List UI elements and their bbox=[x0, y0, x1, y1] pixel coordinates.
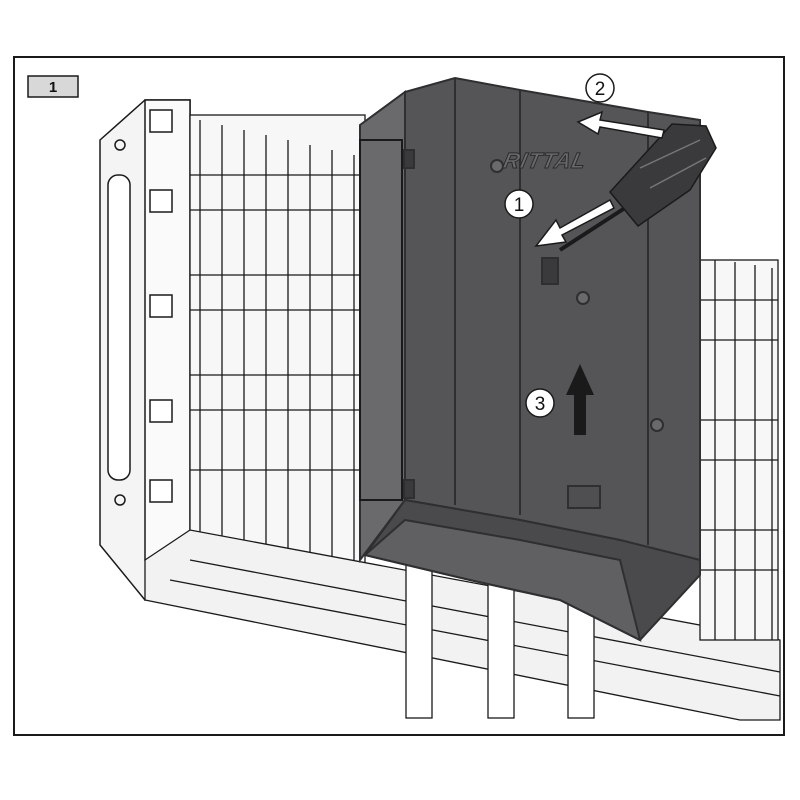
release-slot bbox=[541, 257, 559, 285]
callout-2: 2 bbox=[585, 73, 615, 103]
base-rail bbox=[144, 529, 781, 721]
callout-3-label: 3 bbox=[535, 394, 546, 415]
busbar-field-right bbox=[699, 259, 779, 641]
busbar-field-left bbox=[189, 114, 366, 566]
left-end-plate bbox=[99, 99, 191, 602]
arrow-diagonal-icon bbox=[534, 198, 616, 247]
callout-3: 3 bbox=[525, 388, 555, 418]
step-badge: 1 bbox=[27, 75, 79, 98]
arrow-up-icon bbox=[566, 364, 594, 435]
label-window bbox=[567, 485, 601, 509]
arrow-left-icon bbox=[576, 110, 665, 139]
callout-1-label: 1 bbox=[514, 195, 525, 216]
callout-2-label: 2 bbox=[595, 79, 606, 100]
callout-1: 1 bbox=[504, 189, 534, 219]
step-badge-label: 1 bbox=[49, 79, 57, 96]
housing-side bbox=[359, 90, 406, 563]
brand-label: RITTAL bbox=[501, 148, 589, 173]
screwdriver-icon bbox=[558, 123, 717, 252]
